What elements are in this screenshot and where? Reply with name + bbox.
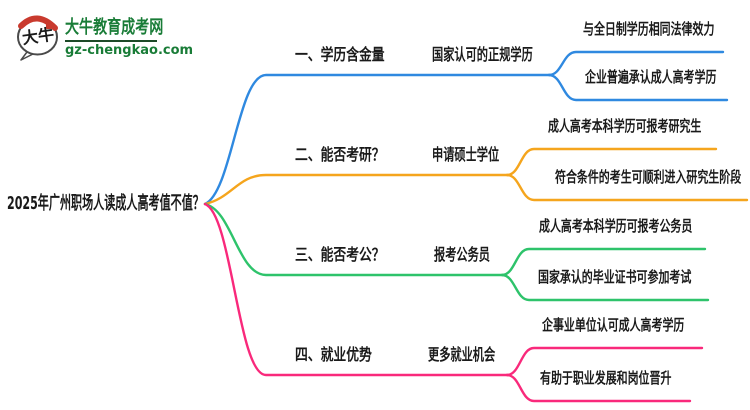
- branch-3-fork-up: [500, 247, 707, 277]
- branch-1-leaf-1: 与全日制学历相同法律效力: [583, 20, 715, 38]
- branch-2-lines: [203, 147, 749, 206]
- branch-4-lines: [203, 202, 704, 403]
- branch-3-subtopic: 报考公务员: [434, 245, 491, 264]
- branch-1-leaf-2: 企业普遍承认成人高考学历: [585, 68, 717, 86]
- branch-1-fork-up: [547, 50, 725, 77]
- branch-4-fork-up: [505, 346, 704, 377]
- branch-1-topic: 一、学历含金量: [295, 45, 385, 64]
- site-logo: 大牛 大牛教育成考网 gz-chengkao.com: [14, 13, 193, 61]
- branch-1-fork-down: [547, 73, 729, 102]
- branch-3-leaf-2: 国家承认的毕业证书可参加考试: [538, 268, 692, 286]
- branch-1-lines: [203, 50, 729, 206]
- branch-4-subtopic: 更多就业机会: [428, 345, 496, 364]
- root-topic: 2025年广州职场人读成人高考值不值？: [7, 193, 204, 214]
- branch-3-fork-down: [500, 273, 710, 302]
- site-url: gz-chengkao.com: [65, 42, 194, 58]
- branch-1-main-line: [203, 73, 553, 206]
- branch-2-leaf-1: 成人高考本科学历可报考研究生: [548, 117, 702, 135]
- branch-1-subtopic: 国家认可的正规学历: [432, 45, 533, 64]
- branch-4-topic: 四、就业优势: [295, 345, 372, 364]
- svg-text:大牛: 大牛: [21, 25, 55, 48]
- branch-4-leaf-1: 企事业单位认可成人高考学历: [542, 316, 685, 334]
- daniu-logo-icon: 大牛: [17, 15, 58, 61]
- branch-4-main-line: [203, 202, 511, 377]
- branch-3-leaf-1: 成人高考本科学历可报考公务员: [539, 217, 693, 235]
- branch-2-subtopic: 申请硕士学位: [432, 145, 500, 164]
- branch-2-topic: 二、能否考研？: [295, 145, 385, 164]
- branch-3-topic: 三、能否考公？: [295, 245, 385, 264]
- branch-3-lines: [203, 202, 710, 302]
- logo-text-block: 大牛教育成考网 gz-chengkao.com: [65, 17, 193, 58]
- branch-2-leaf-2: 符合条件的考生可顺利进入研究生阶段: [555, 168, 742, 186]
- logo-divider: [65, 39, 157, 42]
- site-name: 大牛教育成考网: [65, 16, 164, 38]
- branch-2-fork-down: [505, 173, 749, 202]
- branch-2-main-line: [203, 173, 511, 206]
- branch-3-main-line: [203, 202, 506, 277]
- branch-4-leaf-2: 有助于职业发展和岗位晋升: [540, 369, 672, 387]
- branch-4-fork-down: [505, 373, 692, 403]
- branch-2-fork-up: [505, 147, 718, 177]
